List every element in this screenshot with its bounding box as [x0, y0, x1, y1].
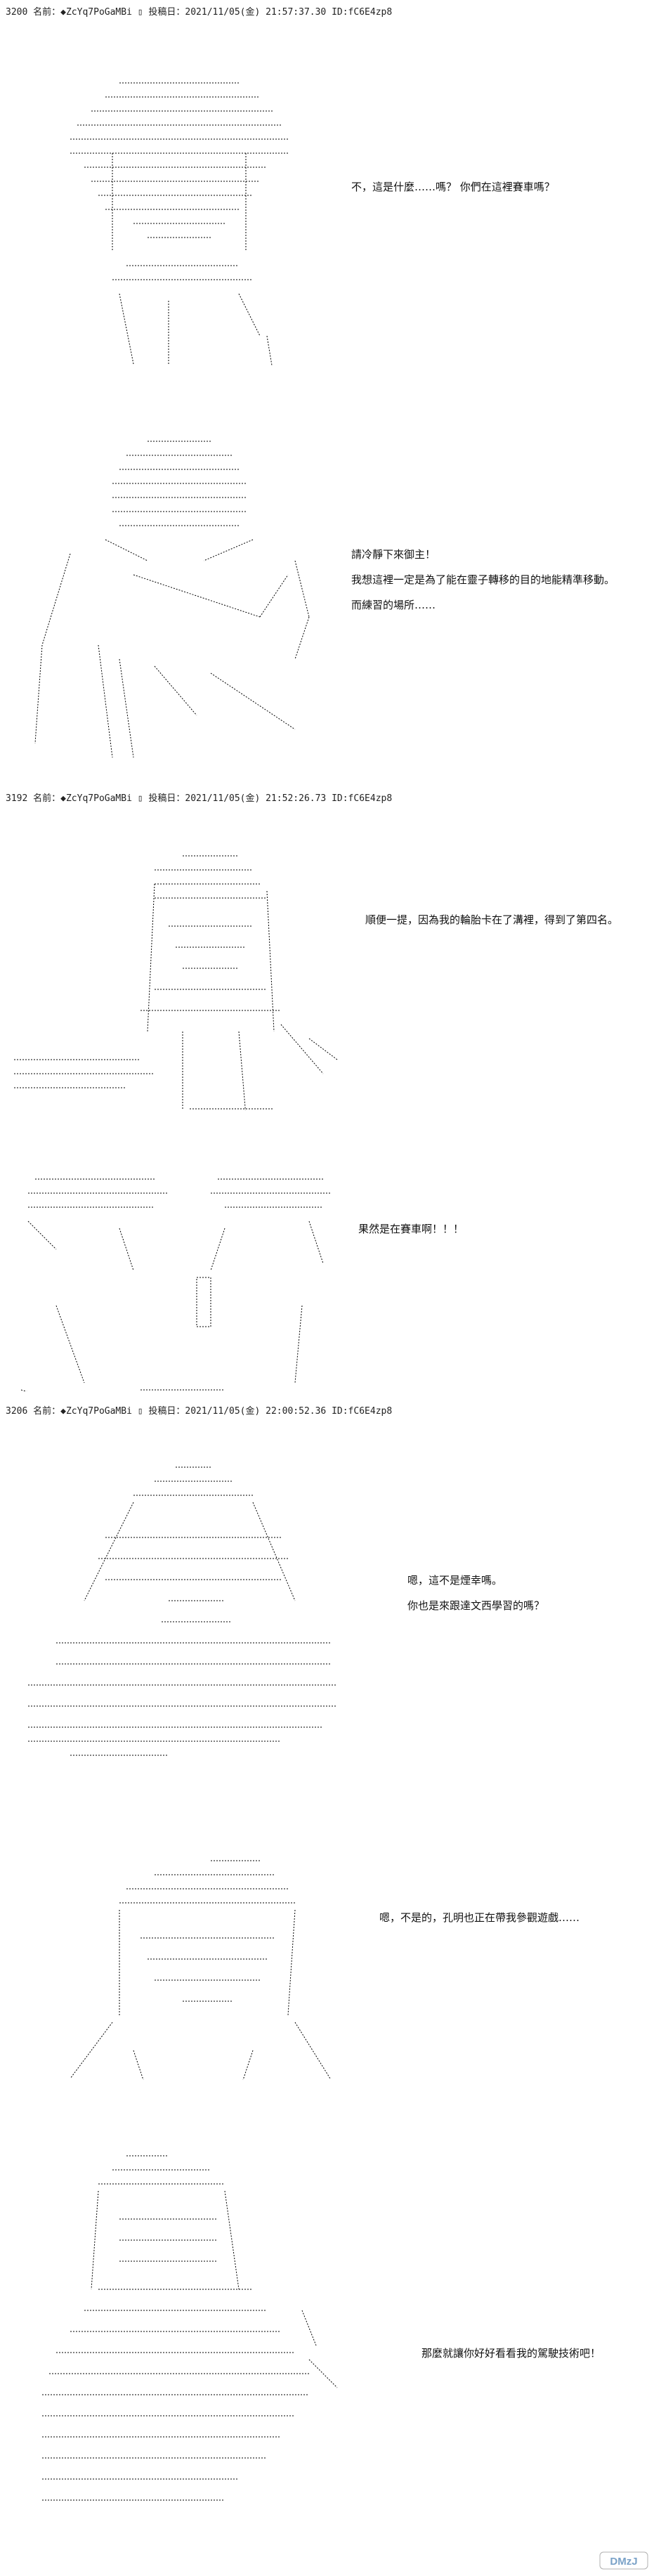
- ascii-art-character: [28, 1433, 351, 1806]
- ascii-art-character: [28, 1827, 351, 2080]
- post-number: 3192: [6, 793, 28, 804]
- trip-code: ◆ZcYq7PoGaMBi: [60, 793, 132, 804]
- panel-5: 嗯，這不是煙幸嗎。 你也是來跟達文西學習的嗎？: [14, 1426, 639, 1813]
- dialogue-box: 那麼就讓你好好看看我的駕駛技術吧！: [421, 2346, 601, 2371]
- post-number: 3206: [6, 1406, 28, 1417]
- dialogue-line: 你也是來跟達文西學習的嗎？: [407, 1599, 545, 1612]
- marker-glyph: ▯: [137, 1406, 143, 1417]
- ascii-art-character: [28, 2122, 365, 2544]
- post-date: 2021/11/05(金) 21:57:37.30: [185, 7, 327, 18]
- dialogue-box: 果然是在賽車啊！！！: [358, 1221, 464, 1247]
- dialogue-line: 不，這是什麼……嗎？ 你們在這裡賽車嗎？: [351, 181, 555, 193]
- dialogue-box: 嗯，不是的，孔明也正在帶我參觀遊戲……: [379, 1910, 580, 1935]
- dialogue-line: 而練習的場所……: [351, 599, 436, 611]
- dialogue-line: 嗯，不是的，孔明也正在帶我參觀遊戲……: [379, 1911, 580, 1924]
- panel-7: 那麼就讓你好好看看我的駕駛技術吧！: [14, 2115, 639, 2551]
- ascii-art-character: [14, 1138, 337, 1391]
- logo-graphic: DMzJ: [599, 2551, 648, 2570]
- dialogue-box: 不，這是什麼……嗎？ 你們在這裡賽車嗎？: [351, 179, 555, 204]
- dialogue-line: 順便一提，因為我的輪胎卡在了溝裡，得到了第四名。: [365, 913, 619, 926]
- post-id: ID:fC6E4zp8: [332, 793, 393, 804]
- dialogue-line: 嗯，這不是煙幸嗎。: [407, 1574, 503, 1587]
- dialogue-box: 嗯，這不是煙幸嗎。 你也是來跟達文西學習的嗎？: [407, 1573, 544, 1623]
- dialogue-line: 我想這裡一定是為了能在靈子轉移的目的地能精準移動。: [351, 573, 615, 586]
- dialogue-line: 請冷靜下來御主！: [351, 548, 436, 561]
- post-header: 3206 名前：◆ZcYq7PoGaMBi ▯ 投稿日：2021/11/05(金…: [6, 1403, 638, 1420]
- dialogue-box: 順便一提，因為我的輪胎卡在了溝裡，得到了第四名。: [365, 912, 618, 937]
- ascii-art-character: [28, 408, 337, 773]
- post-id: ID:fC6E4zp8: [332, 1406, 393, 1417]
- post-date: 2021/11/05(金) 22:00:52.36: [185, 1406, 327, 1417]
- name-label: 名前：: [33, 7, 61, 18]
- name-label: 名前：: [33, 1406, 61, 1417]
- site-logo: DMzJ: [599, 2551, 648, 2570]
- panel-1: 不，這是什麼……嗎？ 你們在這裡賽車嗎？: [14, 28, 639, 379]
- panel-3: 順便一提，因為我的輪胎卡在了溝裡，得到了第四名。: [14, 815, 639, 1117]
- panel-4: 果然是在賽車啊！！！: [14, 1131, 639, 1398]
- post-date: 2021/11/05(金) 21:52:26.73: [185, 793, 327, 804]
- panel-2: 請冷靜下來御主！ 我想這裡一定是為了能在靈子轉移的目的地能精準移動。 而練習的場…: [14, 393, 639, 787]
- marker-glyph: ▯: [137, 793, 143, 804]
- trip-code: ◆ZcYq7PoGaMBi: [60, 1406, 132, 1417]
- ascii-art-character: [28, 42, 323, 365]
- post-header: 3200 名前：◆ZcYq7PoGaMBi ▯ 投稿日：2021/11/05(金…: [6, 4, 638, 21]
- date-label: 投稿日：: [148, 7, 185, 18]
- dialogue-box: 請冷靜下來御主！ 我想這裡一定是為了能在靈子轉移的目的地能精準移動。 而練習的場…: [351, 547, 615, 623]
- date-label: 投稿日：: [148, 1406, 185, 1417]
- post-header: 3192 名前：◆ZcYq7PoGaMBi ▯ 投稿日：2021/11/05(金…: [6, 791, 638, 807]
- post-id: ID:fC6E4zp8: [332, 7, 393, 18]
- dialogue-line: 那麼就讓你好好看看我的駕駛技術吧！: [421, 2347, 601, 2360]
- name-label: 名前：: [33, 793, 61, 804]
- ascii-art-character: [14, 822, 344, 1110]
- svg-text:DMzJ: DMzJ: [610, 2556, 637, 2568]
- dialogue-line: 果然是在賽車啊！！！: [358, 1223, 464, 1235]
- date-label: 投稿日：: [148, 793, 185, 804]
- post-number: 3200: [6, 7, 28, 18]
- panel-6: 嗯，不是的，孔明也正在帶我參觀遊戲……: [14, 1820, 639, 2087]
- trip-code: ◆ZcYq7PoGaMBi: [60, 7, 132, 18]
- marker-glyph: ▯: [137, 7, 143, 18]
